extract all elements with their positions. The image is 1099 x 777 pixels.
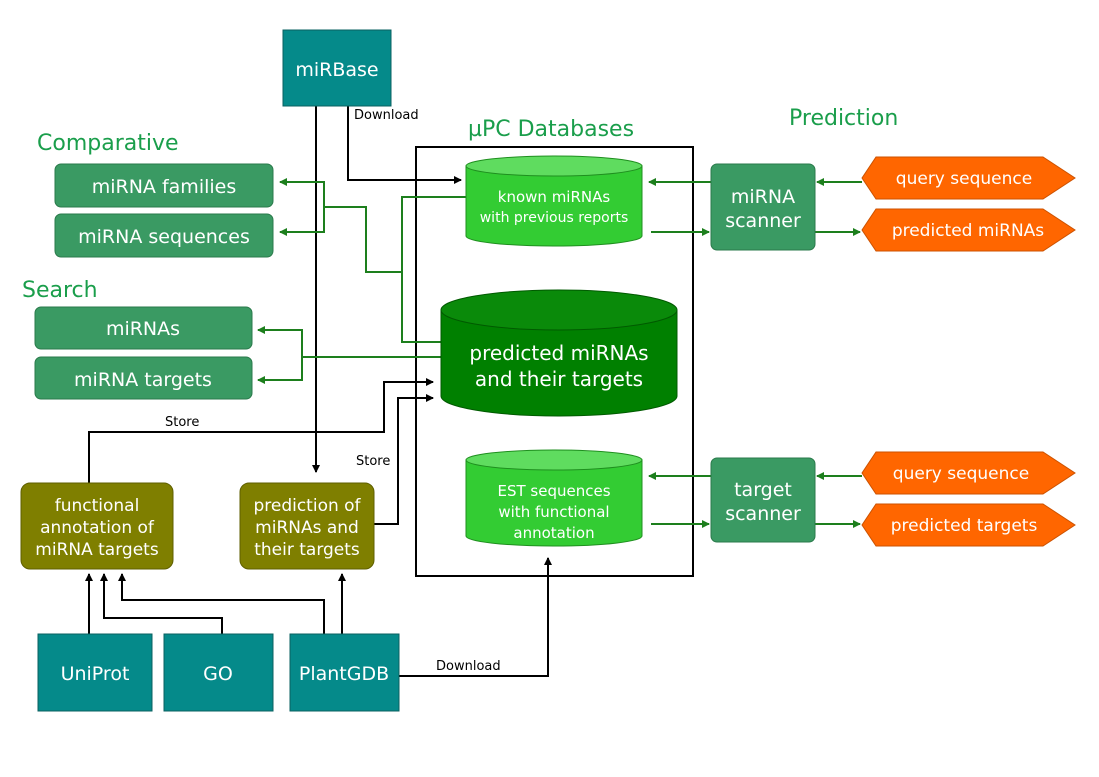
databases-heading: µPC Databases bbox=[468, 117, 634, 142]
predicted-targets-tag-label: predicted targets bbox=[891, 516, 1038, 536]
target-scanner-box[interactable]: target scanner bbox=[710, 457, 816, 543]
plantgdb-to-functional-arrow bbox=[118, 573, 325, 634]
mirna-sequences-label: miRNA sequences bbox=[78, 226, 250, 248]
mirbase-label: miRBase bbox=[295, 59, 378, 81]
known-mirnas-db[interactable]: known miRNAs with previous reports bbox=[465, 155, 643, 247]
est-line-1: EST sequences bbox=[497, 482, 610, 500]
store-prediction-label: Store bbox=[356, 454, 390, 469]
predicted-line-2: and their targets bbox=[475, 367, 643, 391]
query-sequence-1-label: query sequence bbox=[896, 169, 1032, 189]
est-line-2: with functional bbox=[498, 503, 609, 521]
known-to-comparative-line bbox=[324, 196, 466, 273]
mirna-sequences-box[interactable]: miRNA sequences bbox=[54, 213, 274, 258]
mirna-scanner-line-2: scanner bbox=[725, 210, 801, 232]
prediction-box[interactable]: prediction of miRNAs and their targets bbox=[239, 482, 375, 570]
search-heading: Search bbox=[22, 278, 98, 303]
mirnas-search-label: miRNAs bbox=[106, 318, 180, 340]
predicted-mirnas-db[interactable]: predicted miRNAs and their targets bbox=[440, 289, 678, 417]
mirnas-search-box[interactable]: miRNAs bbox=[34, 306, 253, 350]
mirna-targets-search-box[interactable]: miRNA targets bbox=[34, 356, 253, 400]
uniprot-box[interactable]: UniProt bbox=[37, 633, 153, 712]
mirna-families-label: miRNA families bbox=[92, 176, 237, 198]
go-box[interactable]: GO bbox=[163, 633, 274, 712]
functional-line-3: miRNA targets bbox=[35, 540, 159, 560]
plantgdb-box[interactable]: PlantGDB bbox=[289, 633, 400, 712]
est-line-3: annotation bbox=[513, 524, 594, 542]
functional-store-arrow bbox=[88, 378, 434, 483]
mirna-targets-search-label: miRNA targets bbox=[74, 369, 212, 391]
plantgdb-to-est-arrow bbox=[399, 557, 552, 677]
predicted-to-comparative-line bbox=[401, 272, 441, 343]
known-line-1: known miRNAs bbox=[498, 188, 611, 206]
go-to-functional-arrow bbox=[100, 573, 223, 634]
query-sequence-2-label: query sequence bbox=[893, 464, 1029, 484]
uniprot-label: UniProt bbox=[61, 663, 130, 685]
plantgdb-label: PlantGDB bbox=[299, 663, 389, 685]
arrow-to-mirna-sequences bbox=[279, 207, 325, 236]
go-label: GO bbox=[203, 663, 233, 685]
arrow-to-mirnas bbox=[257, 326, 303, 357]
comparative-heading: Comparative bbox=[37, 131, 179, 156]
prediction-heading: Prediction bbox=[789, 106, 898, 131]
functional-annotation-box[interactable]: functional annotation of miRNA targets bbox=[20, 482, 174, 570]
arrow-to-mirna-families bbox=[279, 178, 325, 207]
functional-line-2: annotation of bbox=[40, 518, 155, 538]
arrow-to-mirna-targets bbox=[257, 357, 303, 384]
est-sequences-db[interactable]: EST sequences with functional annotation bbox=[465, 449, 643, 547]
connectors bbox=[85, 105, 862, 677]
download-plantgdb-label: Download bbox=[436, 659, 501, 674]
functional-line-1: functional bbox=[55, 496, 140, 516]
databases-container bbox=[415, 146, 694, 577]
target-scanner-line-1: target bbox=[734, 479, 792, 501]
download-mirbase-label: Download bbox=[354, 108, 419, 123]
mirna-scanner-line-1: miRNA bbox=[731, 186, 795, 208]
prediction-line-2: miRNAs and bbox=[255, 518, 359, 538]
query-sequence-tag-2[interactable]: query sequence bbox=[861, 451, 1076, 495]
store-functional-label: Store bbox=[165, 415, 199, 430]
predicted-mirnas-tag[interactable]: predicted miRNAs bbox=[861, 208, 1076, 252]
predicted-targets-tag[interactable]: predicted targets bbox=[861, 503, 1076, 547]
prediction-line-1: prediction of bbox=[253, 496, 361, 516]
query-sequence-tag-1[interactable]: query sequence bbox=[861, 156, 1076, 200]
known-line-2: with previous reports bbox=[480, 210, 629, 226]
predicted-line-1: predicted miRNAs bbox=[469, 341, 648, 365]
prediction-store-arrow bbox=[374, 394, 434, 525]
mirbase-to-known-arrow bbox=[347, 105, 462, 184]
mirbase-box[interactable]: miRBase bbox=[282, 29, 392, 107]
predicted-mirnas-tag-label: predicted miRNAs bbox=[892, 221, 1044, 241]
mirna-families-box[interactable]: miRNA families bbox=[54, 163, 274, 208]
target-scanner-line-2: scanner bbox=[725, 503, 801, 525]
mirna-scanner-box[interactable]: miRNA scanner bbox=[710, 163, 816, 251]
prediction-line-3: their targets bbox=[254, 540, 360, 560]
